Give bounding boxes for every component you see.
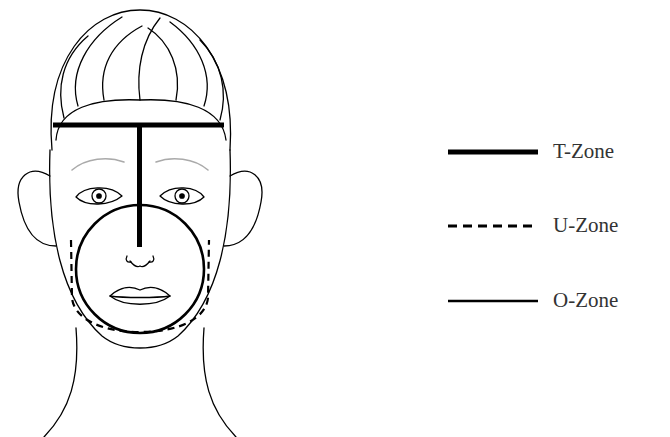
- face-illustration: [0, 0, 300, 437]
- hair-strand: [170, 22, 207, 106]
- legend-label: U-Zone: [553, 213, 618, 238]
- hair-strand: [200, 40, 223, 120]
- pupil: [180, 194, 184, 198]
- legend-sample: [448, 211, 540, 241]
- legend-sample: [448, 137, 540, 167]
- legend-label: O-Zone: [553, 288, 618, 313]
- mouth: [110, 288, 170, 305]
- pupil: [97, 194, 101, 198]
- iris: [175, 189, 189, 203]
- ear: [224, 171, 262, 246]
- hair-strand: [139, 18, 160, 100]
- hair-strand: [148, 28, 178, 100]
- neck-line: [203, 328, 236, 437]
- lip-line: [110, 296, 170, 298]
- eyebrow: [72, 159, 124, 170]
- ear: [18, 171, 56, 246]
- eyebrow: [156, 159, 208, 170]
- hair-strand: [75, 17, 122, 106]
- legend-line: [448, 150, 538, 155]
- legend-sample: [448, 286, 540, 316]
- neck-line: [44, 328, 77, 437]
- legend-row: O-Zone: [448, 286, 658, 316]
- u-zone-line: [71, 240, 209, 332]
- iris: [92, 189, 106, 203]
- nostril: [149, 256, 154, 262]
- eye: [76, 188, 122, 204]
- hair-strand: [61, 36, 88, 118]
- legend-line: [448, 225, 538, 228]
- legend-row: T-Zone: [448, 137, 658, 167]
- hair-strand: [103, 26, 142, 100]
- legend-line: [448, 300, 538, 303]
- eye: [160, 188, 204, 204]
- nostril: [126, 256, 131, 262]
- nose: [130, 261, 150, 267]
- legend-row: U-Zone: [448, 211, 658, 241]
- legend-label: T-Zone: [553, 139, 614, 164]
- t-zone-stem: [137, 125, 142, 247]
